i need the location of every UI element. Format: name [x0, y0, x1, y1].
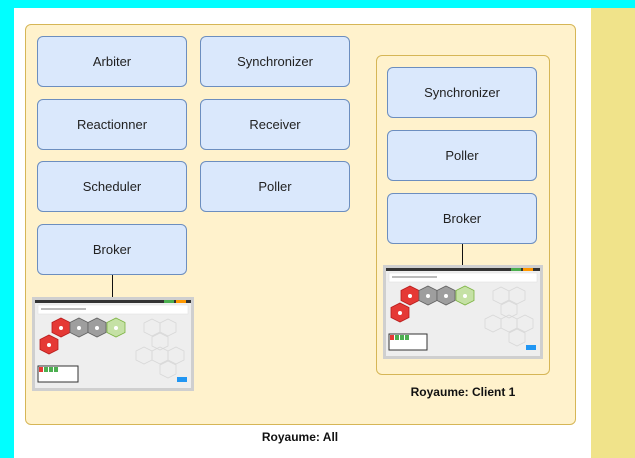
- dashboard-thumbnail: [32, 297, 194, 391]
- client1-dashboard-thumbnail: [383, 265, 543, 359]
- side-panel: [591, 8, 635, 458]
- client1-broker-connector: [462, 244, 463, 265]
- realm-client1-label: Royaume: Client 1: [410, 385, 516, 399]
- receiver-box: Receiver: [200, 99, 350, 150]
- arbiter-box: Arbiter: [37, 36, 187, 87]
- synchronizer-box: Synchronizer: [200, 36, 350, 87]
- scheduler-box: Scheduler: [37, 161, 187, 212]
- client1-synchronizer-box: Synchronizer: [387, 67, 537, 118]
- client1-poller-box: Poller: [387, 130, 537, 181]
- reactionner-box: Reactionner: [37, 99, 187, 150]
- poller-box: Poller: [200, 161, 350, 212]
- realm-all-label: Royaume: All: [261, 430, 339, 444]
- broker-connector: [112, 275, 113, 297]
- broker-box: Broker: [37, 224, 187, 275]
- client1-broker-box: Broker: [387, 193, 537, 244]
